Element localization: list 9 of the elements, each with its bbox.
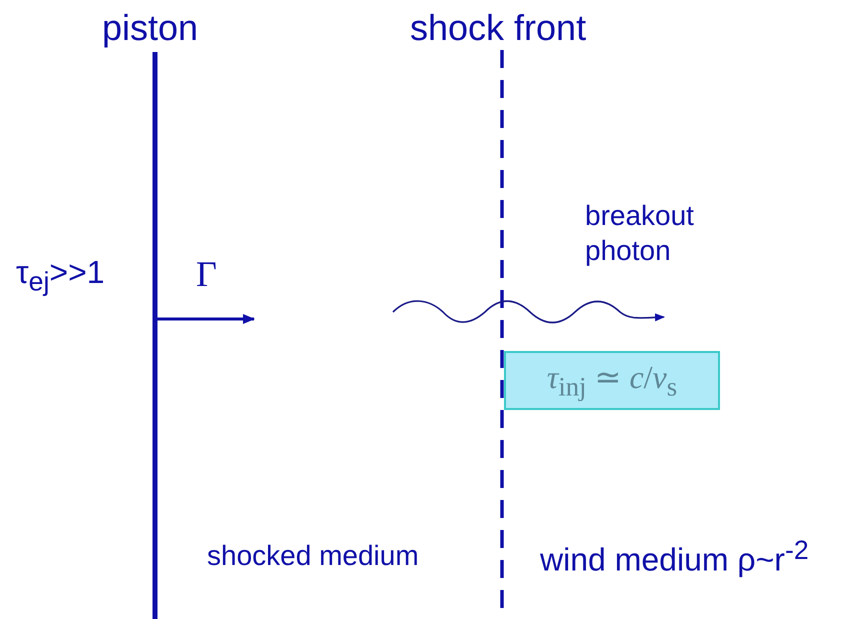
piston-label: piston [102,8,198,48]
shock-front-label: shock front [410,8,586,48]
optical-depth-label: τ$_{ej}$>>1 [16,255,105,297]
breakout-photon-label: breakout photon [585,199,695,268]
shocked-medium-label: shocked medium [207,541,419,572]
wind-medium-label: wind medium ρ~r$^{-2}$ [540,536,809,578]
lorentz-factor-label: Γ [196,255,217,295]
formula-box [504,351,720,410]
formula-text: τ$_{inj}$ ≃ c/v$_{s}$ [546,358,678,403]
